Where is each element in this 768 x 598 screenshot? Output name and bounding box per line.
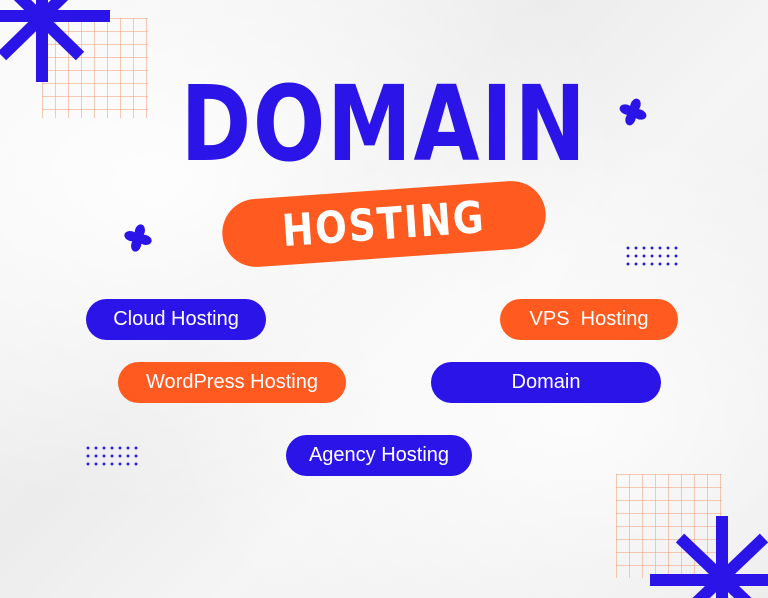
asterisk-icon <box>650 516 768 598</box>
domain-pill[interactable]: Domain <box>431 362 661 403</box>
domain-label: Domain <box>511 371 581 393</box>
vps-hosting-label: VPS Hosting <box>529 308 649 330</box>
agency-hosting-pill[interactable]: Agency Hosting <box>286 435 472 476</box>
vps-hosting-pill[interactable]: VPS Hosting <box>500 299 678 340</box>
cloud-hosting-label: Cloud Hosting <box>113 308 239 330</box>
hosting-badge-label: HOSTING <box>280 191 488 257</box>
cloud-hosting-pill[interactable]: Cloud Hosting <box>86 299 266 340</box>
asterisk-icon <box>0 0 110 82</box>
dot-pattern-right <box>624 244 680 268</box>
headline-domain: DOMAIN <box>180 63 588 185</box>
four-petal-flower-icon <box>619 98 647 126</box>
dot-pattern-left <box>84 444 140 468</box>
wordpress-hosting-label: WordPress Hosting <box>146 371 318 393</box>
wordpress-hosting-pill[interactable]: WordPress Hosting <box>118 362 346 403</box>
four-petal-flower-icon <box>124 224 152 252</box>
agency-hosting-label: Agency Hosting <box>308 444 450 466</box>
